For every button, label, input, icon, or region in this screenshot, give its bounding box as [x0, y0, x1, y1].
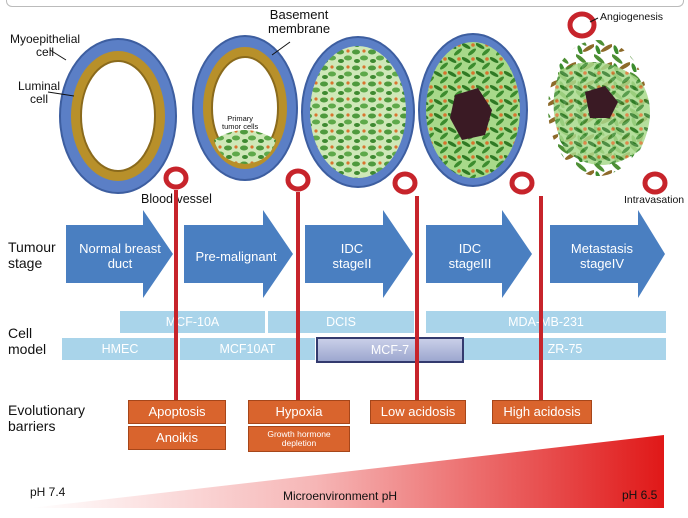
blood-vessel-icons [163, 11, 668, 195]
barrier-high-acidosis: High acidosis [492, 400, 592, 424]
cell-model-zr75: ZR-75 [464, 338, 666, 360]
barrier-line-2 [296, 192, 300, 400]
barrier-growth-hormone: Growth hormone depletion [248, 426, 350, 452]
tumour-stage-label: Tumour stage [8, 239, 56, 272]
stage-5-text: Metastasis stageIV [570, 241, 634, 271]
intravasation-label: Intravasation [624, 194, 685, 206]
idc-stage2-illustration [301, 36, 415, 188]
barrier-low-acidosis: Low acidosis [370, 400, 466, 424]
ph-left-label: pH 7.4 [30, 485, 66, 499]
angiogenesis-label: Angiogenesis [600, 11, 664, 23]
barrier-line-3 [415, 196, 419, 400]
stage-2-text: Pre-malignant [195, 249, 277, 264]
normal-duct-illustration [59, 38, 177, 194]
ph-center-label: Microenvironment pH [283, 489, 398, 503]
pointer-lines [47, 17, 599, 97]
metastasis-illustration [548, 40, 650, 176]
cell-model-mda: MDA-MB-231 [426, 311, 666, 333]
stage-arrows [66, 210, 665, 298]
barrier-anoikis: Anoikis [128, 426, 226, 450]
stage-arrow-2 [184, 210, 293, 298]
idc-stage3-illustration [418, 33, 528, 187]
basement-membrane-label: Basement membrane [268, 7, 331, 36]
stage-3-text: IDC stageII [332, 241, 372, 271]
cell-model-dcis: DCIS [268, 311, 414, 333]
cell-model-mcf10at: MCF10AT [180, 338, 315, 360]
luminal-label: Luminal cell [18, 79, 61, 106]
pre-malignant-illustration [192, 35, 298, 181]
stage-arrow-3 [305, 210, 413, 298]
cell-model-label: Cell model [8, 325, 47, 358]
primary-tumor-label: Primary tumor cells [222, 114, 259, 131]
barrier-apoptosis: Apoptosis [128, 400, 226, 424]
illustrations [47, 11, 668, 195]
cell-model-mcf7: MCF-7 [316, 337, 464, 363]
barrier-line-4 [539, 196, 543, 400]
barrier-line-1 [174, 190, 178, 400]
stage-arrow-1 [66, 210, 173, 298]
stage-4-text: IDC stageIII [448, 241, 492, 271]
myoepithelial-label: Myoepithelial cell [10, 32, 81, 59]
cell-model-mcf10a: MCF-10A [120, 311, 265, 333]
stage-arrow-5 [550, 210, 665, 298]
barrier-hypoxia: Hypoxia [248, 400, 350, 424]
stage-arrow-4 [426, 210, 532, 298]
stage-1-text: Normal breast duct [79, 241, 161, 271]
cell-model-hmec: HMEC [62, 338, 178, 360]
ph-gradient-wedge [30, 435, 664, 508]
evolutionary-barriers-label: Evolutionary barriers [8, 402, 86, 435]
ph-right-label: pH 6.5 [622, 488, 658, 502]
